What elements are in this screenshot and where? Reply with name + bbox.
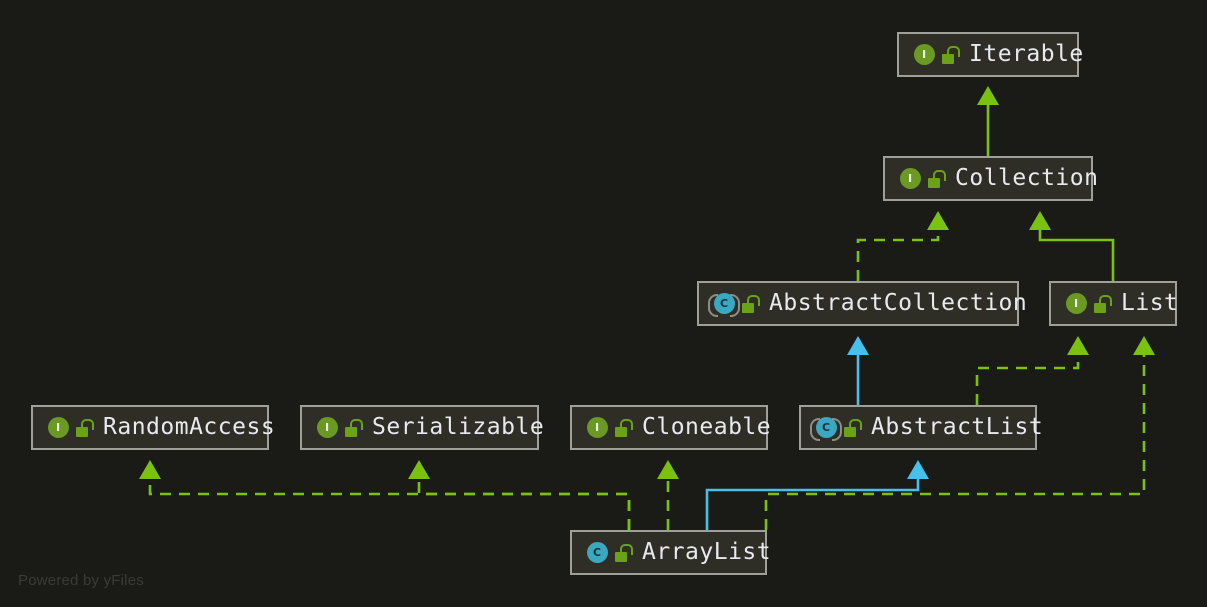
type-glyph: I xyxy=(1065,293,1087,314)
type-glyph: I xyxy=(899,168,921,189)
padlock-shackle xyxy=(620,418,633,430)
type-glyph: I xyxy=(586,417,608,438)
padlock-body xyxy=(844,426,856,437)
yfiles-watermark: Powered by yFiles xyxy=(18,572,144,589)
padlock-shackle xyxy=(849,418,862,430)
padlock-body xyxy=(928,177,940,188)
node-label: RandomAccess xyxy=(103,414,276,440)
node-label: ArrayList xyxy=(642,539,772,565)
edge-collection-iterable xyxy=(977,86,999,156)
node-label: AbstractList xyxy=(871,414,1044,440)
type-glyph: C xyxy=(815,417,837,438)
padlock-shackle xyxy=(620,543,633,555)
node-label: Cloneable xyxy=(642,414,772,440)
arrowhead xyxy=(847,336,869,355)
unlocked-padlock-icon xyxy=(76,418,94,437)
node-label: Iterable xyxy=(969,41,1084,67)
abstract-class-icon: C xyxy=(810,417,842,441)
unlocked-padlock-icon xyxy=(1094,294,1112,313)
type-glyph: I xyxy=(913,44,935,65)
arrowhead xyxy=(1133,336,1155,355)
node-label: Serializable xyxy=(372,414,545,440)
type-glyph: I xyxy=(47,417,69,438)
padlock-body xyxy=(345,426,357,437)
edge-abstractlist-list xyxy=(975,336,1089,405)
edge-abstractcollection-collection xyxy=(856,211,949,281)
padlock-shackle xyxy=(1099,294,1112,306)
padlock-shackle xyxy=(933,169,946,181)
node-list[interactable]: I List xyxy=(1049,281,1179,326)
edge-arraylist-randomaccess xyxy=(139,460,631,530)
arrowhead xyxy=(408,460,430,479)
edge-arraylist-serializable xyxy=(408,460,631,530)
edge-arraylist-list xyxy=(764,336,1155,530)
interface-icon: I xyxy=(47,417,69,439)
edge-arraylist-cloneable xyxy=(657,460,679,530)
padlock-body xyxy=(615,426,627,437)
padlock-body xyxy=(76,426,88,437)
node-serializable[interactable]: I Serializable xyxy=(300,405,544,450)
arrowhead xyxy=(977,86,999,105)
padlock-body xyxy=(742,302,754,313)
type-glyph: C xyxy=(586,542,608,563)
padlock-shackle xyxy=(81,418,94,430)
padlock-shackle xyxy=(350,418,363,430)
node-abstractcollection[interactable]: C AbstractCollection xyxy=(697,281,1027,326)
arrowhead xyxy=(1067,336,1089,355)
unlocked-padlock-icon xyxy=(615,543,633,562)
type-glyph: C xyxy=(713,293,735,314)
node-cloneable[interactable]: I Cloneable xyxy=(570,405,772,450)
node-iterable[interactable]: I Iterable xyxy=(897,32,1083,77)
padlock-shackle xyxy=(747,294,760,306)
node-label: List xyxy=(1121,290,1179,316)
arrowhead xyxy=(927,211,949,230)
edge-list-collection xyxy=(1029,211,1115,281)
padlock-body xyxy=(615,551,627,562)
node-randomaccess[interactable]: I RandomAccess xyxy=(31,405,275,450)
arrowhead xyxy=(1029,211,1051,230)
arrowhead xyxy=(657,460,679,479)
type-glyph: I xyxy=(316,417,338,438)
unlocked-padlock-icon xyxy=(928,169,946,188)
edge-arraylist-abstractlist xyxy=(705,460,929,530)
abstract-class-icon: C xyxy=(708,293,740,317)
padlock-shackle xyxy=(947,45,960,57)
padlock-body xyxy=(942,53,954,64)
unlocked-padlock-icon xyxy=(615,418,633,437)
interface-icon: I xyxy=(586,417,608,439)
node-collection[interactable]: I Collection xyxy=(883,156,1098,201)
unlocked-padlock-icon xyxy=(742,294,760,313)
arrowhead xyxy=(139,460,161,479)
unlocked-padlock-icon xyxy=(345,418,363,437)
unlocked-padlock-icon xyxy=(942,45,960,64)
padlock-body xyxy=(1094,302,1106,313)
node-label: AbstractCollection xyxy=(769,290,1028,316)
interface-icon: I xyxy=(1065,293,1087,315)
node-label: Collection xyxy=(955,165,1099,191)
arrowhead xyxy=(907,460,929,479)
unlocked-padlock-icon xyxy=(844,418,862,437)
node-arraylist[interactable]: C ArrayList xyxy=(570,530,771,575)
interface-icon: I xyxy=(316,417,338,439)
interface-icon: I xyxy=(913,44,935,66)
class-icon: C xyxy=(586,542,608,564)
interface-icon: I xyxy=(899,168,921,190)
node-abstractlist[interactable]: C AbstractList xyxy=(799,405,1043,450)
edge-abstractlist-abstractcollection xyxy=(847,336,869,405)
